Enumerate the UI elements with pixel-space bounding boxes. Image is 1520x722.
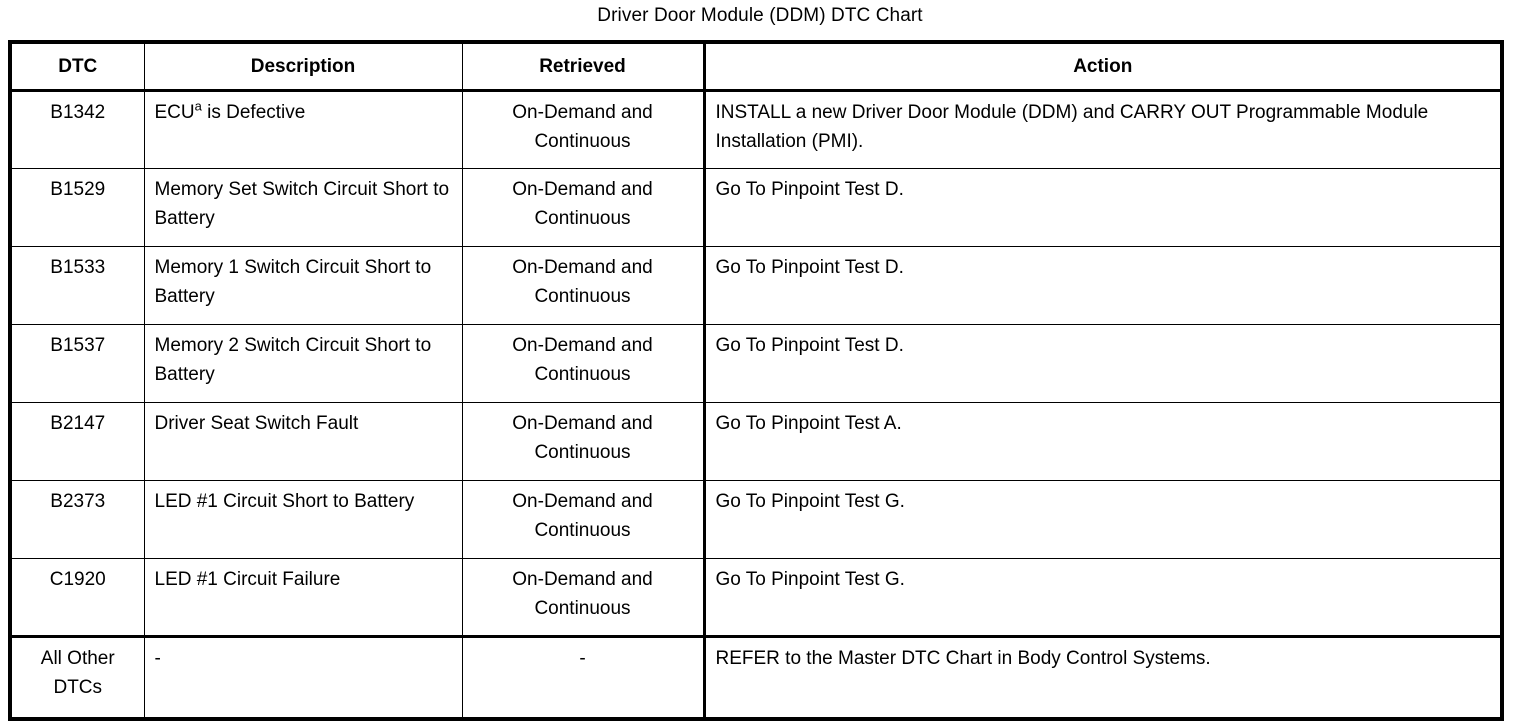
cell-description: LED #1 Circuit Short to Battery bbox=[143, 480, 463, 559]
cell-dtc: C1920 bbox=[9, 558, 145, 637]
cell-retrieved: On-Demand and Continuous bbox=[461, 324, 705, 403]
cell-action: Go To Pinpoint Test D. bbox=[702, 246, 1503, 325]
cell-description: Memory 2 Switch Circuit Short to Battery bbox=[143, 324, 463, 403]
cell-description: ECUa is Defective bbox=[143, 90, 463, 169]
footnote-marker-a: a bbox=[194, 98, 202, 114]
cell-action: Go To Pinpoint Test A. bbox=[702, 402, 1503, 481]
table-row: B2147 Driver Seat Switch Fault On-Demand… bbox=[9, 402, 1503, 481]
cell-retrieved: On-Demand and Continuous bbox=[461, 402, 705, 481]
table-row: B1533 Memory 1 Switch Circuit Short to B… bbox=[9, 246, 1503, 325]
cell-dtc: B1537 bbox=[9, 324, 145, 403]
dtc-table-container: DTC Description Retrieved Action B1342 E… bbox=[8, 40, 1504, 721]
cell-dtc: B1529 bbox=[9, 168, 145, 247]
column-header-retrieved: Retrieved bbox=[461, 41, 705, 92]
table-row: B1342 ECUa is Defective On-Demand and Co… bbox=[9, 90, 1503, 169]
cell-retrieved: On-Demand and Continuous bbox=[461, 558, 705, 637]
cell-action: Go To Pinpoint Test D. bbox=[702, 168, 1503, 247]
table-row: B2373 LED #1 Circuit Short to Battery On… bbox=[9, 480, 1503, 559]
column-header-description: Description bbox=[143, 41, 463, 92]
cell-retrieved: On-Demand and Continuous bbox=[461, 246, 705, 325]
cell-action: INSTALL a new Driver Door Module (DDM) a… bbox=[702, 90, 1503, 169]
table-row: B1537 Memory 2 Switch Circuit Short to B… bbox=[9, 324, 1503, 403]
cell-dtc: B2147 bbox=[9, 402, 145, 481]
cell-action: Go To Pinpoint Test G. bbox=[702, 558, 1503, 637]
cell-action: REFER to the Master DTC Chart in Body Co… bbox=[702, 635, 1503, 719]
cell-description: LED #1 Circuit Failure bbox=[143, 558, 463, 637]
table-row: B1529 Memory Set Switch Circuit Short to… bbox=[9, 168, 1503, 247]
table-row: All Other DTCs - - REFER to the Master D… bbox=[9, 635, 1503, 719]
table-row: C1920 LED #1 Circuit Failure On-Demand a… bbox=[9, 558, 1503, 637]
cell-dtc: B2373 bbox=[9, 480, 145, 559]
cell-retrieved: On-Demand and Continuous bbox=[461, 90, 705, 169]
cell-retrieved: - bbox=[461, 635, 705, 719]
cell-description: Memory 1 Switch Circuit Short to Battery bbox=[143, 246, 463, 325]
cell-description: - bbox=[143, 635, 463, 719]
cell-retrieved: On-Demand and Continuous bbox=[461, 480, 705, 559]
column-header-action: Action bbox=[702, 41, 1503, 92]
table-body: B1342 ECUa is Defective On-Demand and Co… bbox=[9, 90, 1503, 719]
description-text-post: is Defective bbox=[201, 102, 306, 123]
cell-description: Driver Seat Switch Fault bbox=[143, 402, 463, 481]
dtc-table: DTC Description Retrieved Action B1342 E… bbox=[8, 40, 1504, 721]
cell-description: Memory Set Switch Circuit Short to Batte… bbox=[143, 168, 463, 247]
cell-action: Go To Pinpoint Test G. bbox=[702, 480, 1503, 559]
table-header: DTC Description Retrieved Action bbox=[9, 41, 1503, 92]
header-row: DTC Description Retrieved Action bbox=[9, 41, 1503, 92]
page-title: Driver Door Module (DDM) DTC Chart bbox=[597, 5, 923, 26]
cell-dtc: B1533 bbox=[9, 246, 145, 325]
column-header-dtc: DTC bbox=[9, 41, 145, 92]
cell-retrieved: On-Demand and Continuous bbox=[461, 168, 705, 247]
cell-dtc: B1342 bbox=[9, 90, 145, 169]
cell-dtc: All Other DTCs bbox=[9, 635, 145, 719]
description-text-pre: ECU bbox=[154, 102, 195, 123]
cell-action: Go To Pinpoint Test D. bbox=[702, 324, 1503, 403]
